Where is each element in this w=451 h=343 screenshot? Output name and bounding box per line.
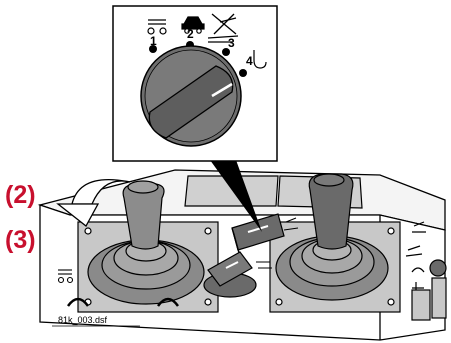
callout-step-2: (2) [5, 183, 36, 208]
callout-step-3: (3) [5, 228, 36, 253]
position-number-2: 2 [187, 28, 194, 40]
position-number-4: 4 [246, 55, 253, 67]
position-number-3: 3 [228, 37, 235, 49]
position-dot-4 [239, 69, 247, 77]
file-label: 81k_003.dsf [58, 316, 107, 325]
position-number-1: 1 [150, 35, 157, 47]
